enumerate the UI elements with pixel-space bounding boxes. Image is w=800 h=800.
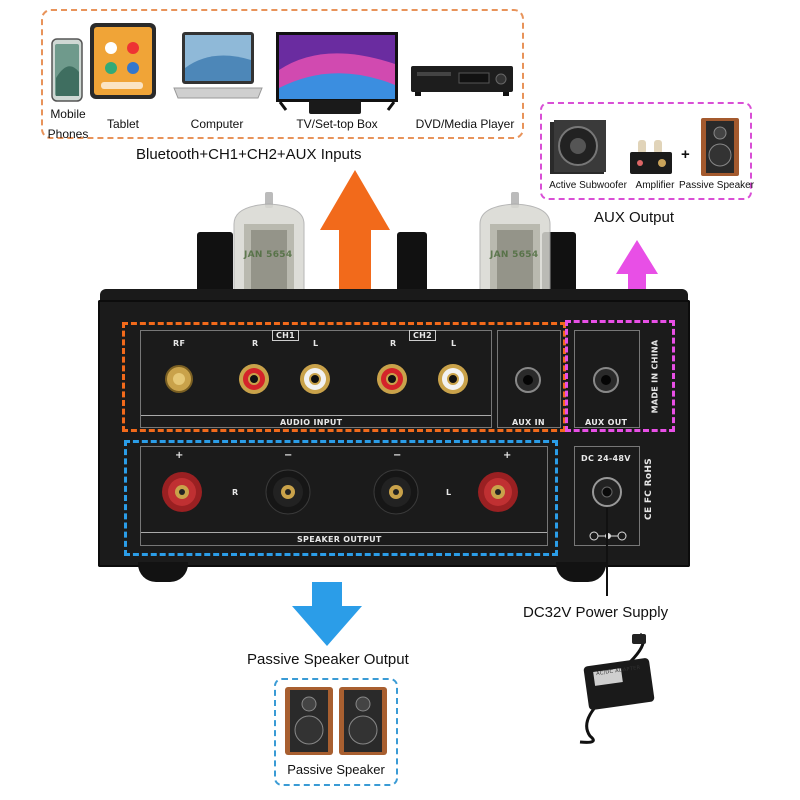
rca-ch1-right-icon[interactable] <box>237 362 271 396</box>
speaker-output-caption: Passive Speaker Output <box>247 651 409 668</box>
aux-out-jack-icon[interactable] <box>592 366 620 394</box>
power-adapter-icon <box>579 632 655 744</box>
speaker-output-arrow-icon <box>292 582 362 646</box>
power-connector-line <box>606 508 608 596</box>
inputs-caption: Bluetooth+CH1+CH2+AUX Inputs <box>136 146 362 163</box>
aux-out-label: AUX OUT <box>585 418 628 427</box>
device-label-computer: Computer <box>190 117 244 131</box>
dvd-player-icon <box>411 66 513 96</box>
ch1-label: CH1 <box>272 330 300 341</box>
sp-l-label: L <box>446 488 452 497</box>
binding-post-r-minus-icon[interactable] <box>264 468 312 516</box>
dc-voltage-label: DC 24-48V <box>581 454 631 463</box>
passive-speaker-label: Passive Speaker <box>287 762 385 777</box>
rca-ch1-left-icon[interactable] <box>298 362 332 396</box>
device-label-tablet: Tablet <box>106 117 140 131</box>
foot-left <box>138 562 188 582</box>
mobile-phone-icon <box>51 38 83 102</box>
aux-device-label-amplifier: Amplifier <box>635 180 675 191</box>
sp-r-label: R <box>232 488 239 497</box>
dc-jack-icon[interactable] <box>591 476 623 508</box>
aux-plus-sign: + <box>681 146 690 163</box>
audio-input-label-bar <box>141 415 491 416</box>
tablet-icon <box>90 23 156 99</box>
amplifier-top-plate <box>100 289 688 303</box>
aux-in-label: AUX IN <box>512 418 545 427</box>
amplifier-icon <box>630 140 672 174</box>
inputs-arrow-icon <box>320 170 390 318</box>
audio-input-panel <box>140 330 492 428</box>
dc-polarity-icon <box>589 531 627 541</box>
aux-device-label-subwoofer: Active Subwoofer <box>549 180 627 191</box>
sp-plus-1: + <box>175 450 184 461</box>
aux-in-jack-icon[interactable] <box>514 366 542 394</box>
speaker-output-panel <box>140 446 548 546</box>
aux-output-arrow-icon <box>616 240 658 318</box>
rear-post-left <box>197 232 233 292</box>
binding-post-r-plus-icon[interactable] <box>160 470 204 514</box>
speaker-output-label-bar <box>141 532 547 533</box>
ch1-r-label: R <box>252 339 259 348</box>
passive-speaker-left-icon <box>285 687 333 755</box>
tube-left-print: JAN 5654 <box>244 250 293 260</box>
audio-input-label: AUDIO INPUT <box>280 418 343 427</box>
rear-post-mid-left <box>397 232 427 292</box>
device-label-mobile: Mobile Phones <box>47 107 89 141</box>
amplifier-rear-panel <box>98 300 690 567</box>
rf-connector-icon[interactable] <box>164 364 194 394</box>
rca-ch2-right-icon[interactable] <box>375 362 409 396</box>
ch2-label: CH2 <box>409 330 437 341</box>
passive-speaker-icon <box>701 118 739 176</box>
speaker-output-label: SPEAKER OUTPUT <box>297 535 382 544</box>
certification-label: CE FC RoHS <box>643 458 654 520</box>
sp-plus-2: + <box>503 450 512 461</box>
passive-speaker-right-icon <box>339 687 387 755</box>
speaker-output-highlight-box <box>124 440 558 556</box>
subwoofer-icon <box>550 120 606 174</box>
binding-post-l-minus-icon[interactable] <box>372 468 420 516</box>
vacuum-tube-right-icon <box>479 192 551 292</box>
rca-ch2-left-icon[interactable] <box>436 362 470 396</box>
foot-right <box>556 562 606 582</box>
rf-label: RF <box>173 339 186 348</box>
aux-out-highlight-box <box>565 320 675 432</box>
tube-right-print: JAN 5654 <box>490 250 539 260</box>
aux-device-label-passive: Passive Speaker <box>679 180 755 191</box>
sp-minus-1: − <box>284 450 293 461</box>
vacuum-tube-left-icon <box>233 192 305 292</box>
aux-in-panel <box>497 330 561 428</box>
device-label-tv: TV/Set-top Box <box>296 117 378 131</box>
passive-speaker-box <box>274 678 398 786</box>
power-supply-caption: DC32V Power Supply <box>523 604 669 621</box>
tv-icon <box>276 32 398 114</box>
laptop-icon <box>173 32 263 99</box>
aux-out-panel <box>574 330 640 428</box>
inputs-highlight-box <box>122 322 566 432</box>
aux-output-devices-box <box>540 102 752 200</box>
ch1-l-label: L <box>313 339 319 348</box>
aux-output-caption: AUX Output <box>594 209 675 226</box>
ch2-r-label: R <box>390 339 397 348</box>
input-devices-box <box>41 9 524 139</box>
sp-minus-2: − <box>393 450 402 461</box>
device-label-dvd: DVD/Media Player <box>415 117 515 131</box>
ch2-l-label: L <box>451 339 457 348</box>
binding-post-l-plus-icon[interactable] <box>476 470 520 514</box>
